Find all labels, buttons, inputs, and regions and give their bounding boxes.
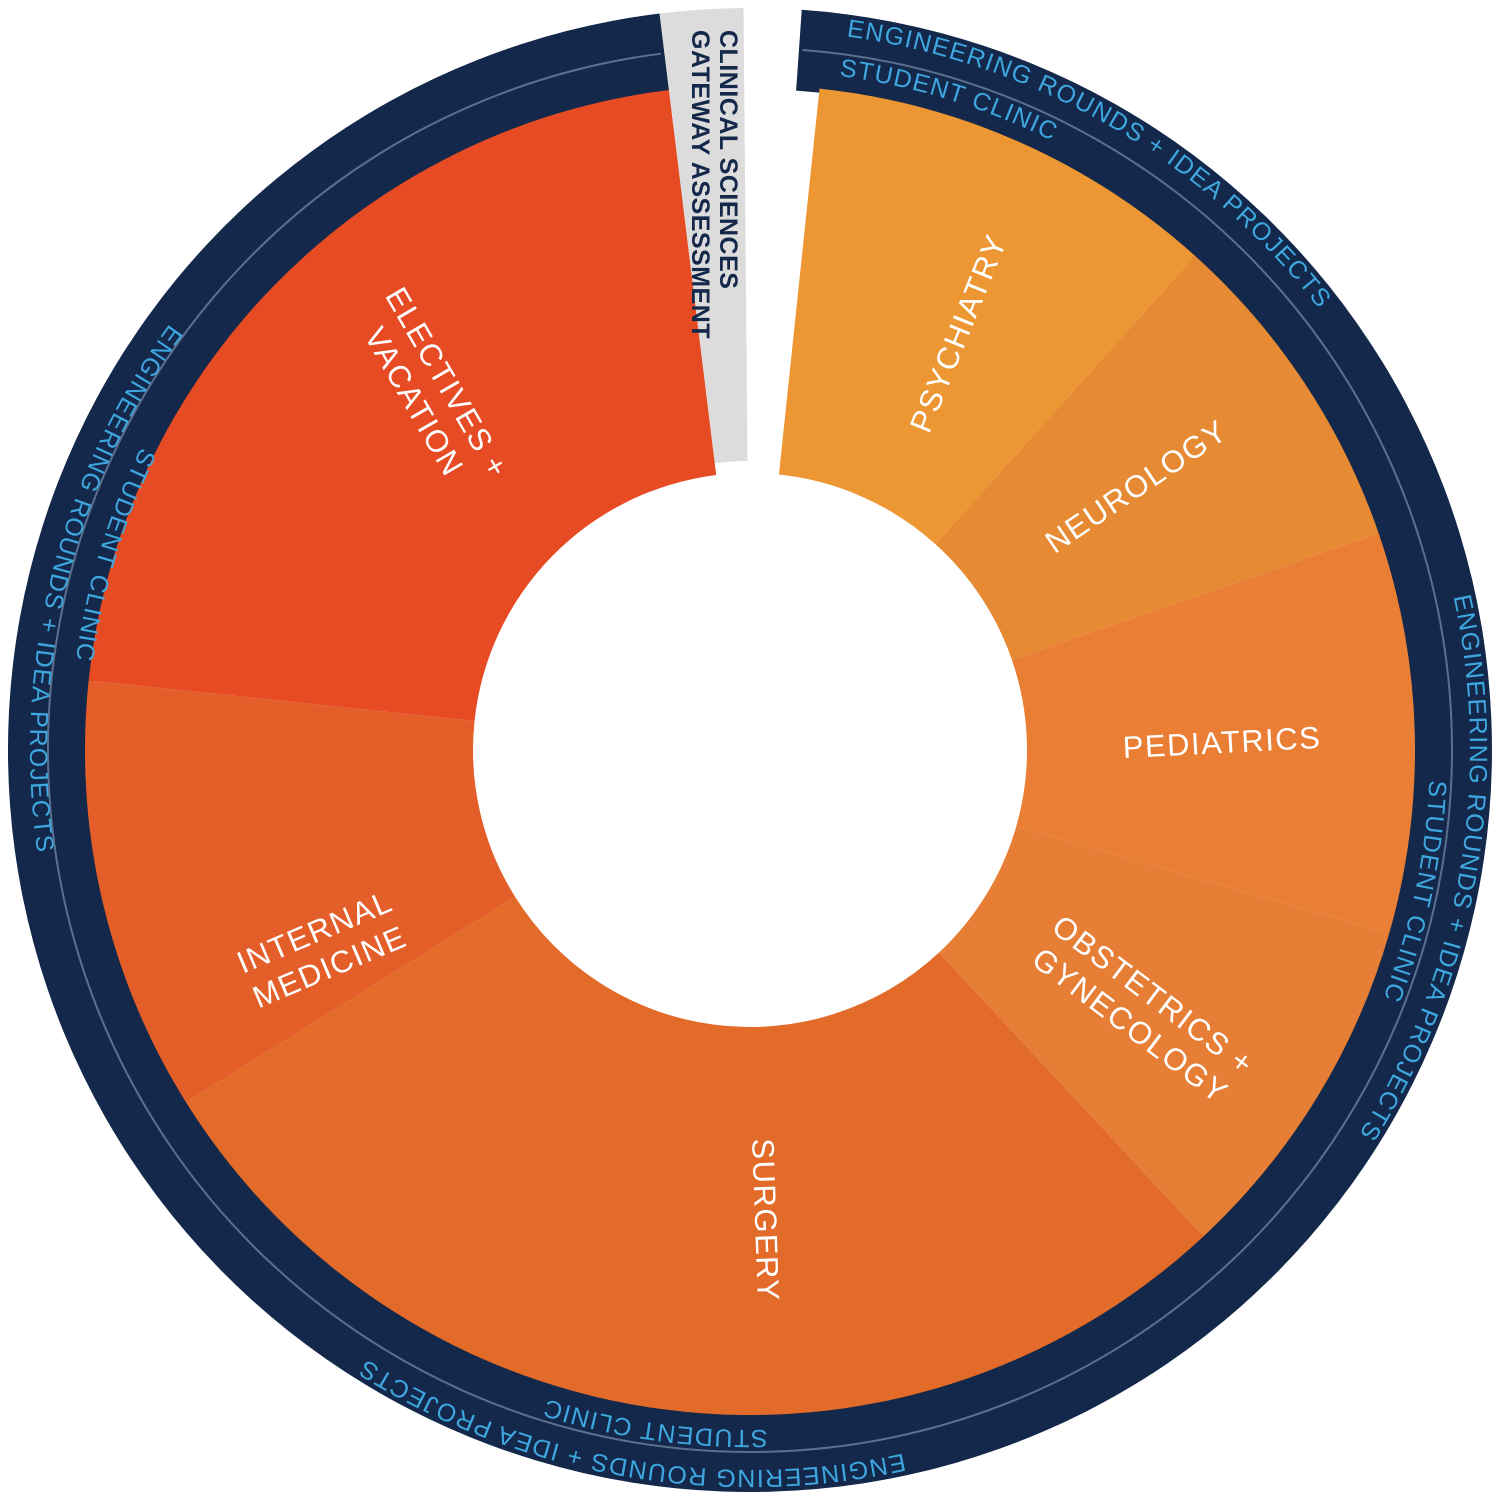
gateway-assessment: CLINICAL SCIENCESGATEWAY ASSESSMENT <box>659 8 748 464</box>
segment-neurology <box>935 255 1379 660</box>
segment-psychiatry <box>778 88 1195 545</box>
segment-electives-vacation <box>88 89 717 722</box>
segment-surgery <box>186 896 1204 1416</box>
ring-divider <box>46 48 1453 1453</box>
outer-ring <box>7 9 1492 1493</box>
gateway-label: CLINICAL SCIENCESGATEWAY ASSESSMENT <box>686 30 742 339</box>
segment-label-surgery: SURGERY <box>745 1138 786 1302</box>
gateway-sliver <box>659 8 748 464</box>
segment-obstetrics-gynecology <box>938 826 1390 1237</box>
segments <box>84 88 1416 1416</box>
segment-internal-medicine <box>84 680 516 1103</box>
segment-pediatrics <box>1011 533 1416 934</box>
